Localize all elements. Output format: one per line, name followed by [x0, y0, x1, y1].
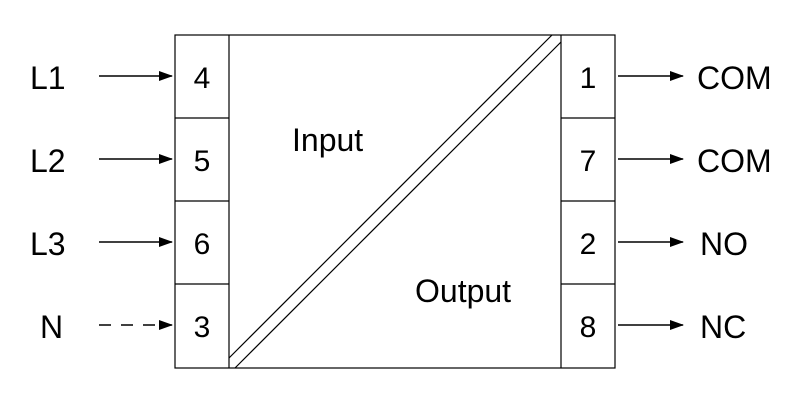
input-row: L3 6 [30, 226, 210, 262]
output-signal-label: COM [697, 143, 772, 179]
output-signal-label: NC [700, 309, 746, 345]
output-terminal-number: 2 [580, 228, 597, 261]
input-terminal-number: 4 [194, 62, 211, 95]
input-line-label: L2 [30, 143, 66, 179]
input-line-label: N [40, 309, 63, 345]
input-label: Input [292, 122, 363, 158]
input-line-label: L3 [30, 226, 66, 262]
input-row: L1 4 [30, 60, 210, 96]
output-label: Output [415, 273, 511, 309]
input-line-label: L1 [30, 60, 66, 96]
output-row: 7 COM [580, 143, 772, 179]
output-row: 2 NO [580, 226, 748, 262]
input-terminal-number: 6 [194, 228, 211, 261]
output-signal-label: NO [700, 226, 748, 262]
input-terminal-number: 3 [194, 311, 211, 344]
input-row: L2 5 [30, 143, 210, 179]
output-terminal-number: 7 [580, 145, 597, 178]
input-terminal-number: 5 [194, 145, 211, 178]
input-row: N 3 [40, 309, 210, 345]
output-row: 8 NC [580, 309, 747, 345]
diagonal-separator-line [228, 34, 553, 359]
output-row: 1 COM [580, 60, 772, 96]
output-signal-label: COM [697, 60, 772, 96]
output-terminal-number: 8 [580, 311, 597, 344]
module-body [174, 34, 616, 369]
diagonal-separator-line [234, 41, 562, 369]
output-terminal-number: 1 [580, 62, 597, 95]
